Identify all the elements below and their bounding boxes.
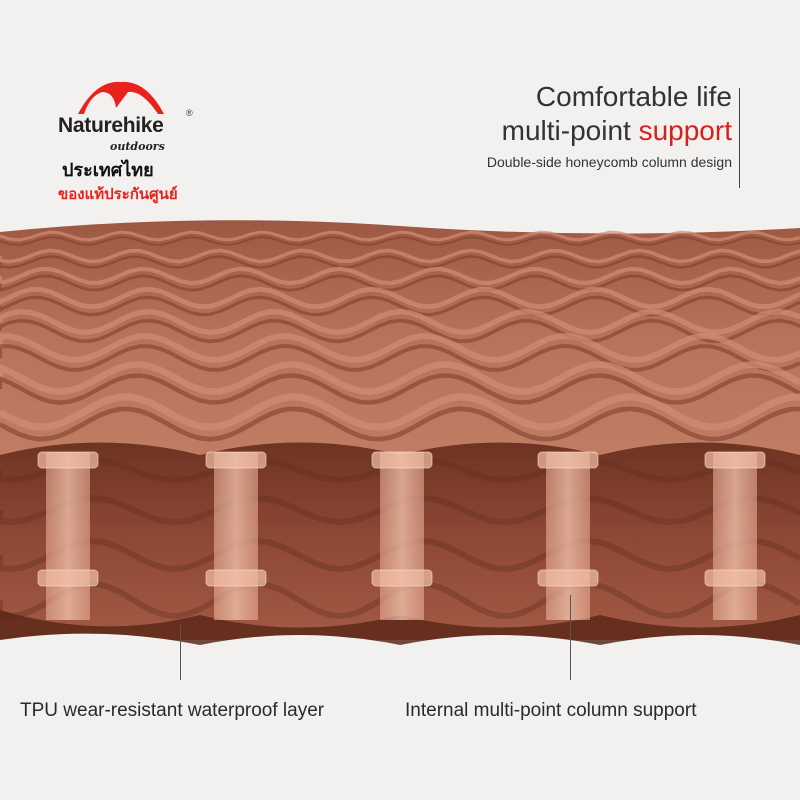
mattress-ridge-highlight <box>0 230 800 242</box>
internal-column <box>546 452 590 620</box>
column-weld-pad <box>704 451 766 469</box>
mattress-ridge-shadow <box>0 406 800 442</box>
headline-block: Comfortable life multi-point support Dou… <box>487 80 732 170</box>
mattress-ridge-highlight <box>0 286 800 310</box>
headline-subtitle: Double-side honeycomb column design <box>486 154 732 170</box>
mattress-ridge-shadow <box>0 274 800 292</box>
mattress-ridge-highlight <box>0 266 800 286</box>
internal-column <box>46 452 90 620</box>
mattress-ridge-highlight <box>0 393 800 431</box>
background-cutout <box>0 633 800 800</box>
mattress-ridges <box>0 230 800 442</box>
column-weld-pad <box>205 569 267 587</box>
naturehike-logo: ® Naturehike outdoors ประเทศไทย ของแท้ปร… <box>58 78 208 208</box>
mattress-ridge-highlight <box>0 361 800 395</box>
headline-line-2-prefix: multi-point <box>501 115 639 146</box>
mattress-ridge-shadow <box>0 236 800 246</box>
left-callout-label: TPU wear-resistant waterproof layer <box>20 700 325 721</box>
right-callout-label: Internal multi-point column support <box>405 700 697 721</box>
mattress-ridge-shadow <box>0 373 800 405</box>
right-callout-pointer <box>570 595 571 680</box>
mattress-ridge-shadow <box>0 344 800 372</box>
column-weld-pad <box>371 451 433 469</box>
headline-line-2: multi-point support <box>487 114 732 148</box>
mattress-ridge-highlight <box>0 308 800 336</box>
registered-mark: ® <box>186 108 193 118</box>
column-weld-pad <box>537 451 599 469</box>
mattress-ridge-highlight <box>0 248 800 264</box>
left-callout-pointer <box>180 625 181 680</box>
brand-thai-warranty: ของแท้ประกันศูนย์ <box>58 185 178 203</box>
column-weld-pad <box>704 569 766 587</box>
brand-name: Naturehike <box>58 114 164 137</box>
internal-column <box>713 452 757 620</box>
column-weld-pad <box>205 451 267 469</box>
mattress-ridge-highlight <box>0 333 800 363</box>
headline-divider <box>739 88 740 188</box>
mattress-ridge-shadow <box>0 255 800 269</box>
headline-line-1: Comfortable life <box>535 81 732 112</box>
internal-column <box>380 452 424 620</box>
column-weld-pad <box>37 569 99 587</box>
column-weld-pad <box>537 569 599 587</box>
headline-accent-word: support <box>638 115 732 146</box>
logo-arc-icon <box>78 81 164 114</box>
mattress-ridge-shadow <box>0 318 800 344</box>
column-weld-pad <box>37 451 99 469</box>
brand-thai-country: ประเทศไทย <box>62 160 154 181</box>
brand-tagline: outdoors <box>110 140 165 153</box>
column-weld-pad <box>371 569 433 587</box>
mattress-bottom-edge <box>0 610 800 650</box>
internal-columns <box>37 451 766 620</box>
internal-column <box>214 452 258 620</box>
